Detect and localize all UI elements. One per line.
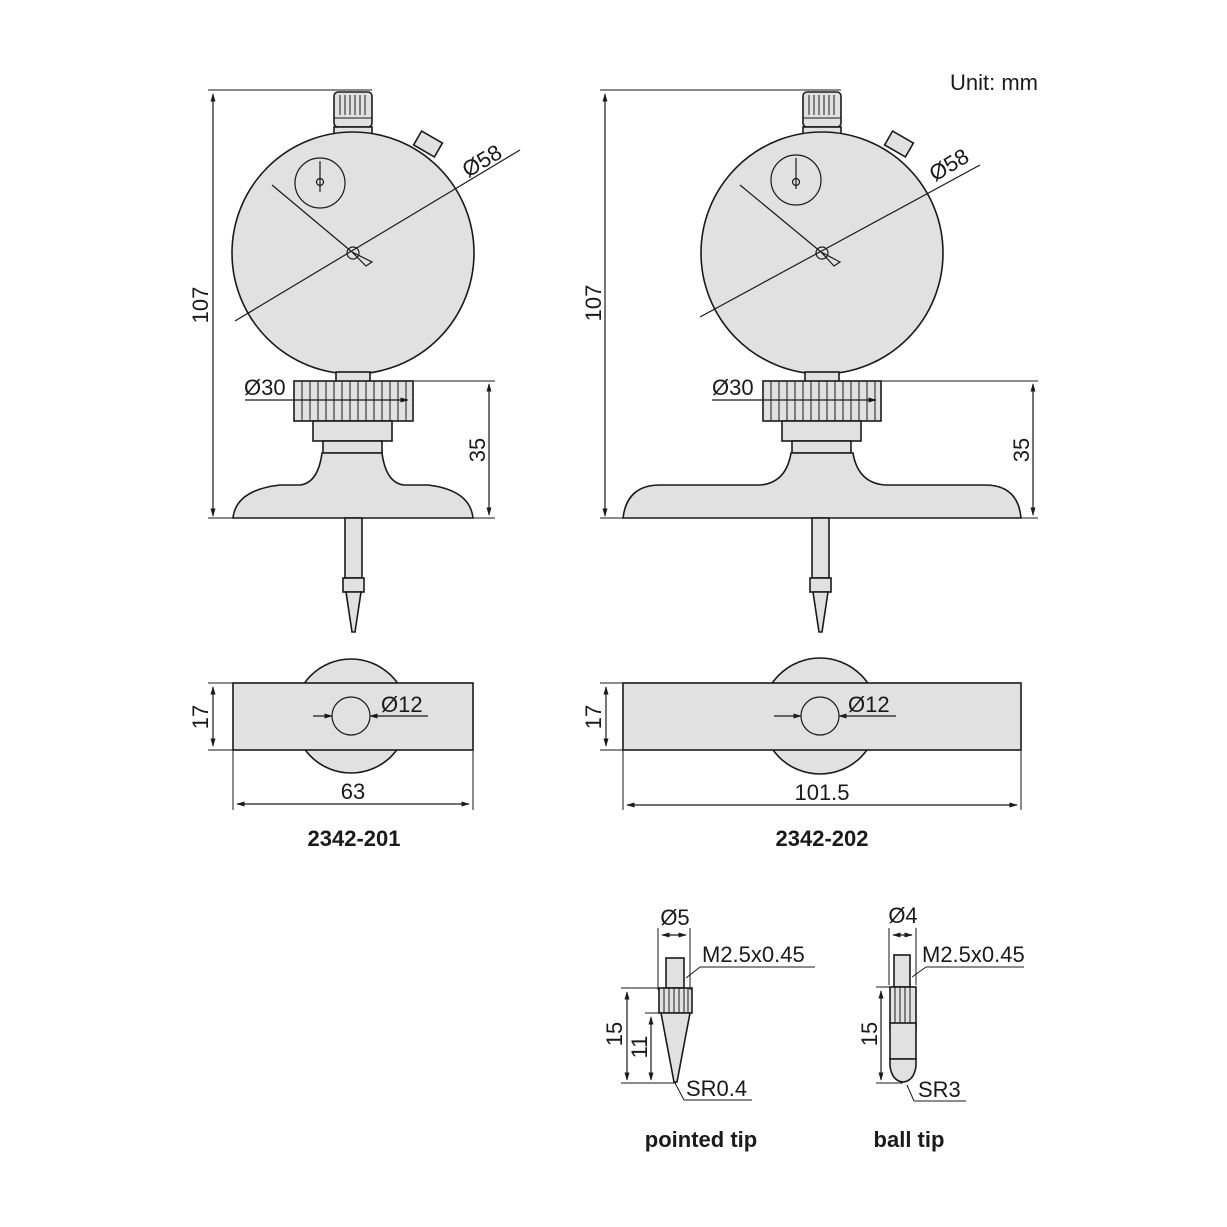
base-thickness-label: 17 (581, 705, 606, 729)
base-length-label: 101.5 (794, 780, 849, 805)
model-label: 2342-201 (308, 826, 401, 851)
dial-diameter-label: Ø58 (925, 143, 974, 186)
unit-label: Unit: mm (950, 70, 1038, 95)
dial-diameter-label: Ø58 (458, 139, 507, 182)
bore-diameter-label: Ø12 (381, 692, 423, 717)
gauge-2342-202-front-view: Ø58 Ø30 107 35 (581, 89, 1038, 633)
thread-label: M2.5x0.45 (702, 942, 805, 967)
total-height-label: 107 (188, 287, 213, 324)
pointed-tip-caption: pointed tip (645, 1127, 757, 1152)
pointed-tip-drawing: Ø5 M2.5x0.45 15 11 SR0.4 (602, 905, 815, 1101)
thread-label: M2.5x0.45 (922, 942, 1025, 967)
tip-diameter-label: Ø4 (888, 903, 917, 928)
model-label: 2342-202 (776, 826, 869, 851)
collar-diameter-label: Ø30 (712, 375, 754, 400)
gauge-2342-201-top-view: Ø12 17 63 (188, 658, 474, 810)
collar-diameter-label: Ø30 (244, 375, 286, 400)
total-height-label: 107 (581, 285, 606, 322)
tip-diameter-label: Ø5 (660, 905, 689, 930)
tip-radius-label: SR0.4 (686, 1076, 747, 1101)
tip-length-label: 15 (857, 1022, 882, 1046)
tip-radius-label: SR3 (918, 1077, 961, 1102)
base-height-label: 35 (1009, 438, 1034, 462)
gauge-2342-202-top-view: Ø12 17 101.5 (581, 657, 1022, 810)
base-height-label: 35 (465, 438, 490, 462)
bore-diameter-label: Ø12 (848, 692, 890, 717)
ball-tip-caption: ball tip (874, 1127, 945, 1152)
base-length-label: 63 (341, 779, 365, 804)
base-thickness-label: 17 (188, 705, 213, 729)
ball-tip-drawing: Ø4 M2.5x0.45 15 SR3 (857, 903, 1025, 1102)
gauge-2342-201-front-view: Ø58 Ø30 107 35 (188, 89, 521, 633)
cone-length-label: 11 (627, 1036, 652, 1059)
tip-length-label: 15 (602, 1022, 627, 1046)
